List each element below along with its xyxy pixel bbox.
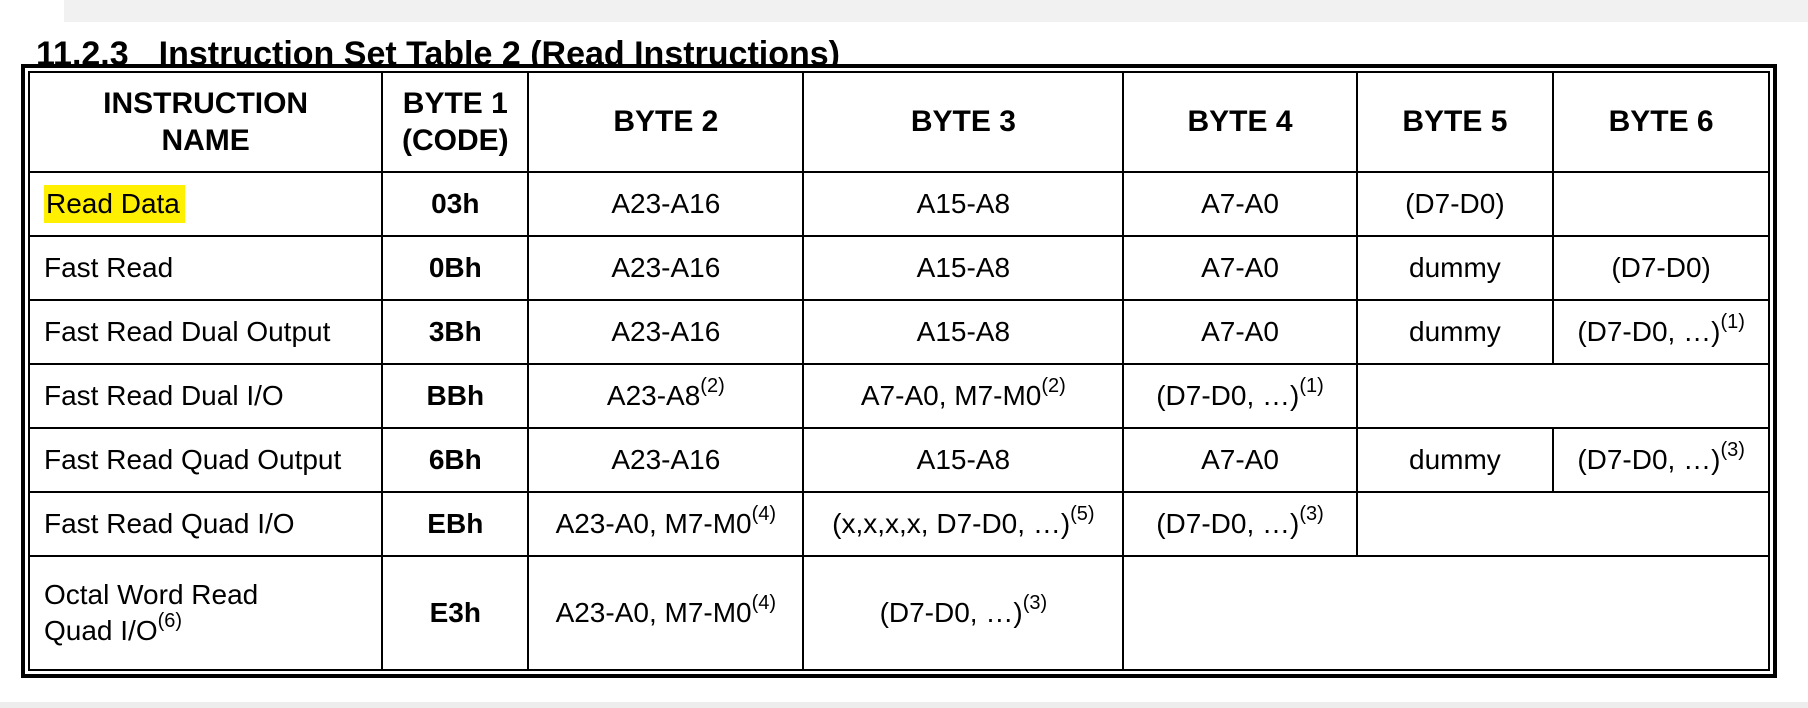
- byte3-cell: A15-A8: [802, 299, 1125, 365]
- instruction-table-frame: INSTRUCTION NAME BYTE 1 (CODE) BYTE 2 BY…: [21, 64, 1777, 678]
- instruction-name-cell: Fast Read Quad I/O: [27, 491, 384, 557]
- byte6-cell: (D7-D0): [1552, 235, 1770, 301]
- header-row: INSTRUCTION NAME BYTE 1 (CODE) BYTE 2 BY…: [27, 71, 1770, 173]
- footnote-marker: (2): [700, 375, 725, 397]
- table-row-octal-word-read-quad-io: Octal Word Read Quad I/O(6) E3h A23-A0, …: [27, 555, 1770, 671]
- byte4-byte5-byte6-merged-cell: [1122, 555, 1770, 671]
- byte5-cell: dummy: [1355, 235, 1555, 301]
- cell-text-line2-wrap: Quad I/O(6): [44, 610, 371, 649]
- instruction-code-cell: 3Bh: [381, 299, 530, 365]
- footnote-marker: (1): [1720, 311, 1745, 333]
- instruction-code-cell: 6Bh: [381, 427, 530, 493]
- byte3-cell: A15-A8: [802, 171, 1125, 237]
- byte3-cell: A7-A0, M7-M0(2): [802, 363, 1125, 429]
- byte3-cell: (D7-D0, …)(3): [802, 555, 1125, 671]
- byte4-cell: (D7-D0, …)(3): [1122, 491, 1358, 557]
- footnote-marker: (3): [1022, 592, 1048, 614]
- instruction-name-cell: Read Data: [27, 171, 384, 237]
- highlighted-text: Read Data: [44, 184, 185, 223]
- instruction-name-cell: Fast Read Dual I/O: [27, 363, 384, 429]
- byte2-cell: A23-A16: [527, 235, 805, 301]
- column-header-byte3: BYTE 3: [802, 71, 1125, 173]
- cell-text: (x,x,x,x, D7-D0, …): [832, 508, 1071, 539]
- byte2-cell: A23-A0, M7-M0(4): [527, 555, 805, 671]
- byte4-cell: (D7-D0, …)(1): [1122, 363, 1358, 429]
- cell-text: (D7-D0, …): [1577, 444, 1721, 475]
- byte6-cell: (D7-D0, …)(3): [1552, 427, 1770, 493]
- footnote-marker: (2): [1041, 375, 1066, 397]
- byte6-cell: [1552, 171, 1770, 237]
- byte2-cell: A23-A8(2): [527, 363, 805, 429]
- footnote-marker: (6): [157, 610, 183, 632]
- footnote-marker: (5): [1070, 503, 1095, 525]
- byte2-cell: A23-A16: [527, 171, 805, 237]
- byte2-cell: A23-A16: [527, 427, 805, 493]
- instruction-name-cell: Octal Word Read Quad I/O(6): [27, 555, 384, 671]
- header-line: BYTE 1: [402, 86, 508, 120]
- instruction-name-cell: Fast Read Dual Output: [27, 299, 384, 365]
- page-edge-shade-top: [64, 0, 1808, 22]
- column-header-instruction-name: INSTRUCTION NAME: [27, 71, 384, 173]
- column-header-byte1-code: BYTE 1 (CODE): [381, 71, 530, 173]
- table-row-fast-read-quad-io: Fast Read Quad I/O EBh A23-A0, M7-M0(4) …: [27, 491, 1771, 557]
- instruction-code-cell: 0Bh: [381, 235, 530, 301]
- instruction-code-cell: 03h: [381, 171, 530, 237]
- byte2-cell: A23-A16: [527, 299, 805, 365]
- instruction-code-cell: BBh: [381, 363, 530, 429]
- cell-text: (D7-D0, …): [1577, 316, 1721, 347]
- header-line: (CODE): [401, 124, 509, 157]
- cell-text: A23-A8: [606, 380, 701, 411]
- footnote-marker: (3): [1720, 439, 1745, 461]
- byte5-cell: (D7-D0): [1355, 171, 1555, 237]
- table-row-fast-read-quad-output: Fast Read Quad Output 6Bh A23-A16 A15-A8…: [27, 427, 1770, 493]
- footnote-marker: (4): [751, 592, 777, 614]
- header-line: NAME: [161, 124, 250, 157]
- byte5-cell: dummy: [1355, 299, 1555, 365]
- cell-text: (D7-D0, …): [1156, 380, 1300, 411]
- cell-text-line2: Quad I/O: [44, 615, 158, 646]
- footnote-marker: (3): [1299, 503, 1324, 525]
- instruction-name-cell: Fast Read Quad Output: [27, 427, 384, 493]
- byte4-cell: A7-A0: [1122, 427, 1358, 493]
- column-header-byte5: BYTE 5: [1355, 71, 1555, 173]
- footnote-marker: (4): [751, 503, 777, 525]
- cell-text: A23-A0, M7-M0: [555, 508, 752, 539]
- byte5-byte6-merged-cell: [1355, 363, 1771, 429]
- byte2-cell: A23-A0, M7-M0(4): [527, 491, 805, 557]
- header-line: INSTRUCTION: [103, 86, 309, 120]
- cell-text: (D7-D0, …): [1156, 508, 1300, 539]
- instruction-code-cell: EBh: [381, 491, 530, 557]
- cell-text-line1: Octal Word Read: [44, 578, 259, 610]
- byte3-cell: (x,x,x,x, D7-D0, …)(5): [802, 491, 1125, 557]
- table-row-fast-read: Fast Read 0Bh A23-A16 A15-A8 A7-A0 dummy…: [27, 235, 1770, 301]
- column-header-byte4: BYTE 4: [1122, 71, 1358, 173]
- table-row-read-data: Read Data 03h A23-A16 A15-A8 A7-A0 (D7-D…: [27, 171, 1770, 237]
- column-header-byte6: BYTE 6: [1552, 71, 1770, 173]
- column-header-byte2: BYTE 2: [527, 71, 805, 173]
- byte5-byte6-merged-cell: [1355, 491, 1771, 557]
- byte5-cell: dummy: [1355, 427, 1555, 493]
- byte4-cell: A7-A0: [1122, 171, 1358, 237]
- footnote-marker: (1): [1299, 375, 1324, 397]
- byte3-cell: A15-A8: [802, 235, 1125, 301]
- byte4-cell: A7-A0: [1122, 235, 1358, 301]
- instruction-set-table: INSTRUCTION NAME BYTE 1 (CODE) BYTE 2 BY…: [27, 71, 1771, 671]
- cell-text: A23-A0, M7-M0: [555, 597, 752, 628]
- cell-text: (D7-D0, …): [879, 597, 1023, 628]
- byte3-cell: A15-A8: [802, 427, 1125, 493]
- cell-text: A7-A0, M7-M0: [860, 380, 1042, 411]
- table-row-fast-read-dual-output: Fast Read Dual Output 3Bh A23-A16 A15-A8…: [27, 299, 1770, 365]
- byte6-cell: (D7-D0, …)(1): [1552, 299, 1770, 365]
- instruction-code-cell: E3h: [381, 555, 530, 671]
- page-edge-shade-bottom: [0, 702, 1808, 708]
- byte4-cell: A7-A0: [1122, 299, 1358, 365]
- instruction-name-cell: Fast Read: [27, 235, 384, 301]
- table-row-fast-read-dual-io: Fast Read Dual I/O BBh A23-A8(2) A7-A0, …: [27, 363, 1771, 429]
